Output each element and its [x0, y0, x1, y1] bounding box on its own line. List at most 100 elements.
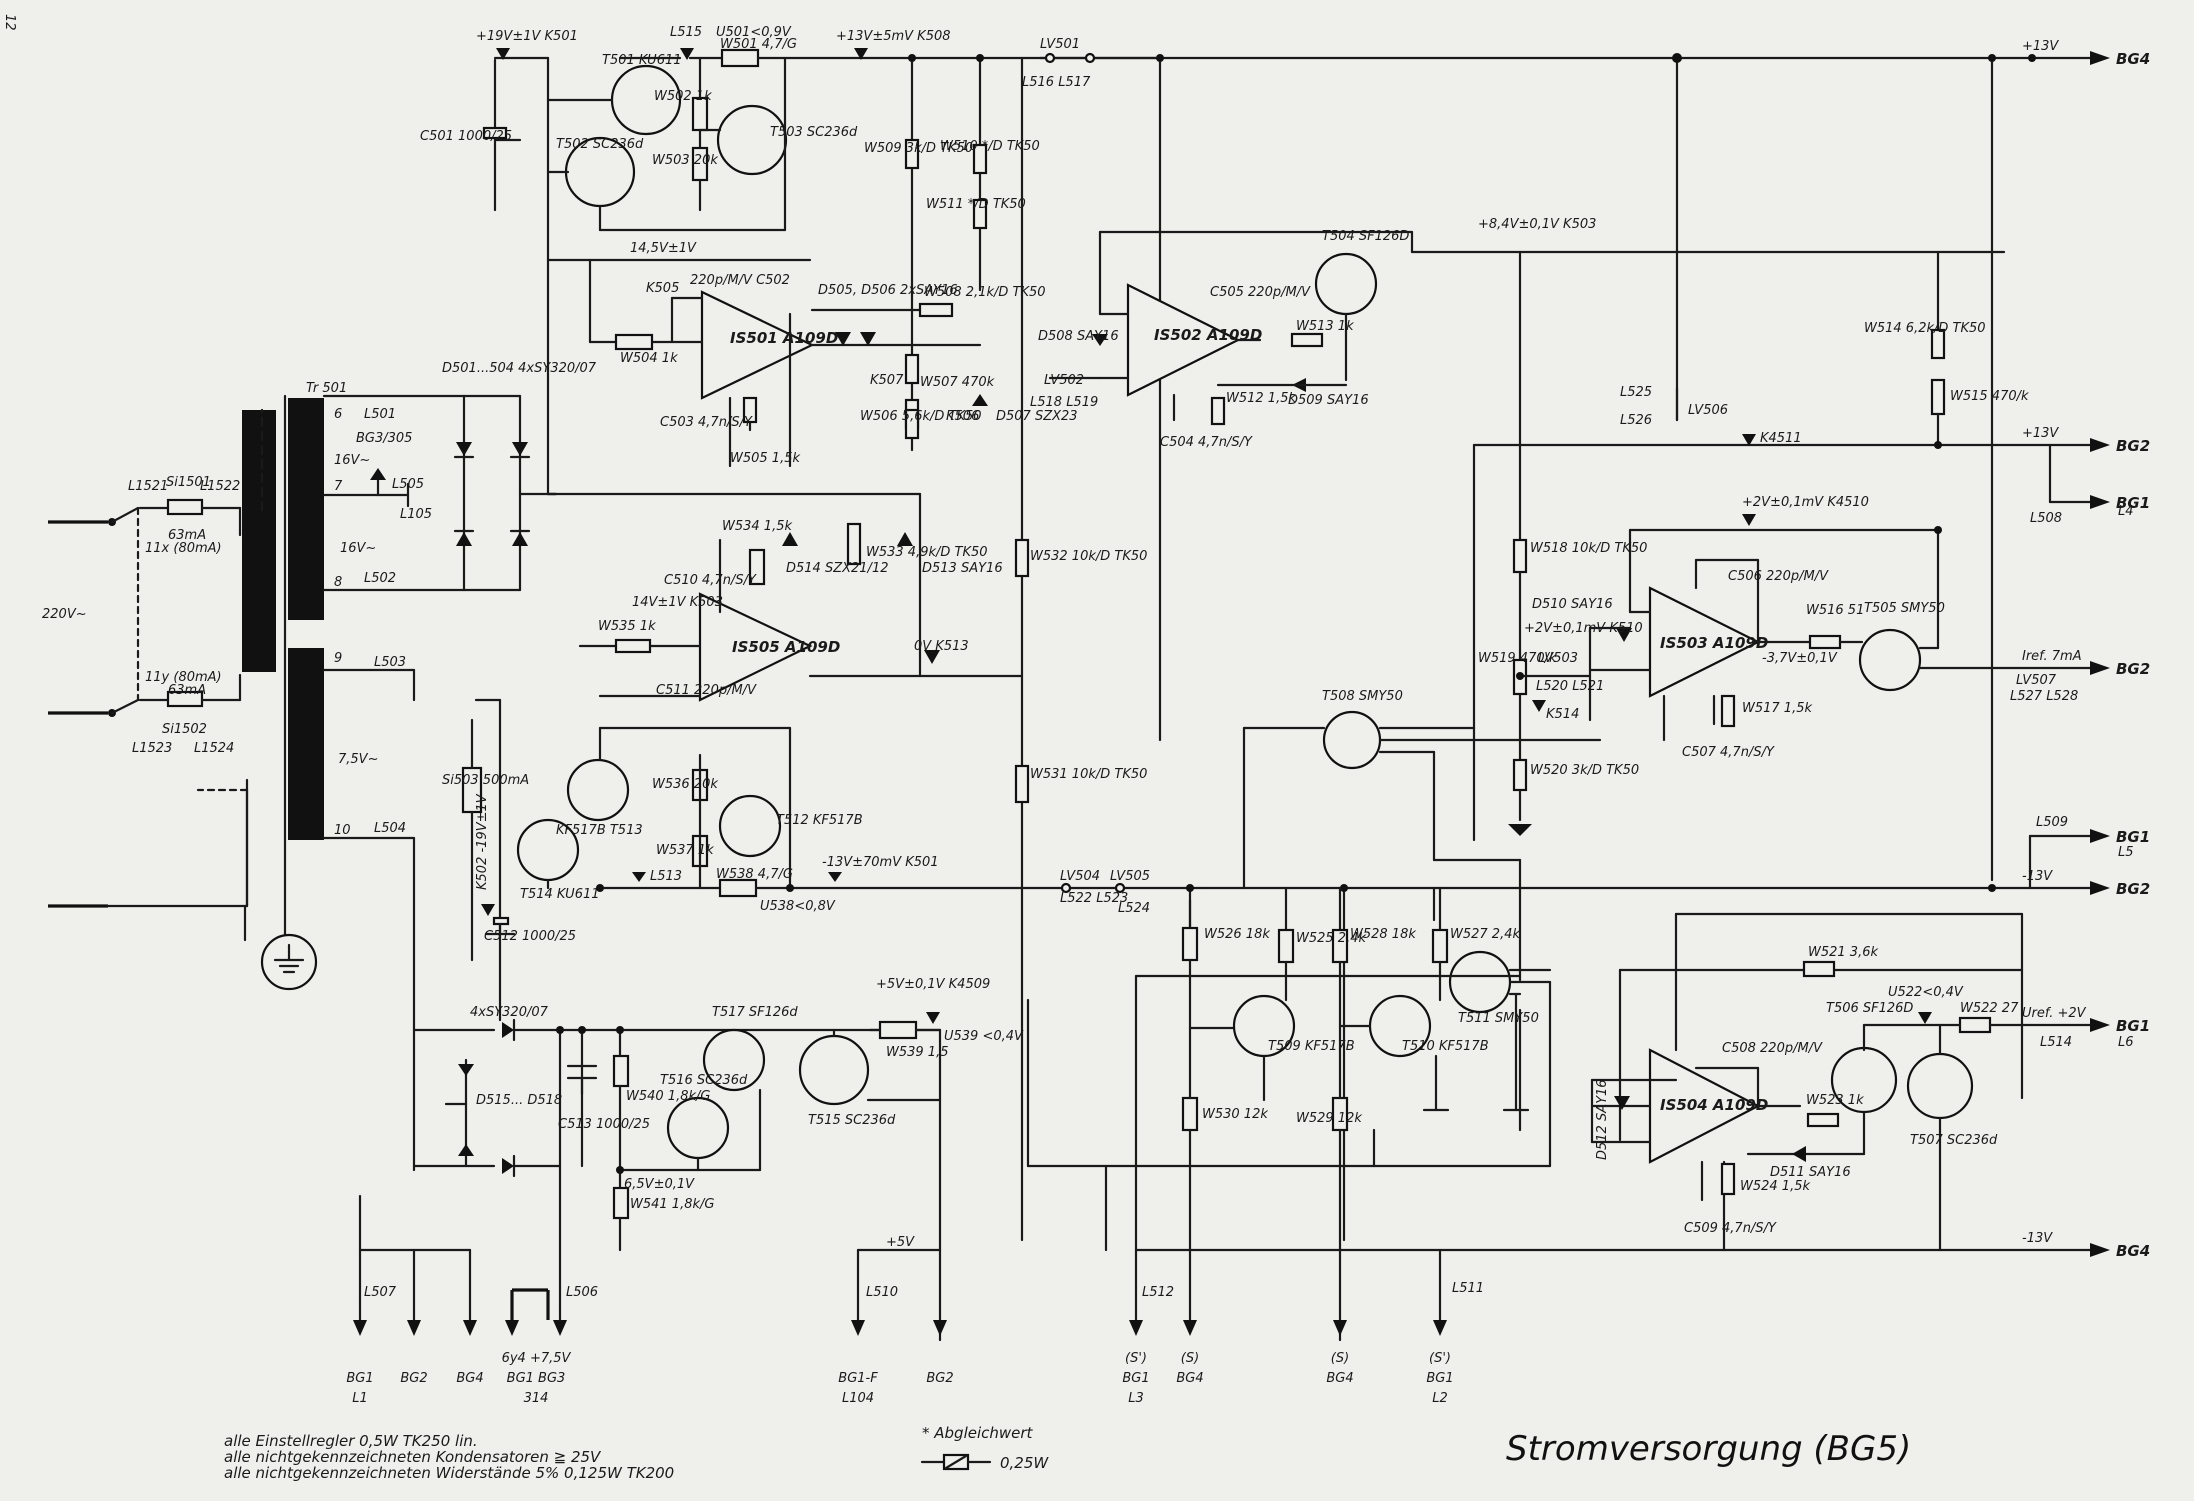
t513-symbol	[566, 758, 630, 822]
w528-label: W528 18k	[1350, 927, 1416, 942]
net-voltage-bg1_l6: Uref. +2V	[2022, 1006, 2087, 1021]
lv507-label: LV507	[2016, 673, 2057, 688]
fuse2-note: 11y (80mA)	[145, 670, 222, 685]
terminal-t10-line-2: L2	[1432, 1391, 1448, 1406]
w539-label: W539 1,5	[886, 1045, 948, 1060]
tr-75v-label: 7,5V~	[338, 752, 378, 767]
terminal-t3-line-1: BG4	[456, 1371, 483, 1386]
l516-label: L516 L517	[1022, 75, 1091, 90]
u539-label: U539 <0,4V	[944, 1029, 1024, 1044]
bridge-rectifier-d501	[453, 394, 558, 592]
l527-label: L527 L528	[2010, 689, 2078, 704]
d518-label: D515... D518	[476, 1093, 562, 1108]
w530-label: W530 12k	[1202, 1107, 1268, 1122]
t508-symbol	[1322, 710, 1382, 770]
transformer-primary	[242, 410, 276, 672]
is502-opamp	[1048, 230, 1414, 426]
d512-label: D512 SAY16	[1595, 1079, 1610, 1160]
c501-label: C501 1000/25	[420, 129, 512, 144]
schematic-title: Stromversorgung (BG5)	[1506, 1429, 1911, 1469]
net-voltage-bg2_neg: -13V	[2022, 869, 2053, 884]
si503-label: Si503 500mA	[442, 773, 529, 788]
d515-label: 4xSY320/07	[470, 1005, 549, 1020]
w504-label: W504 1k	[620, 351, 678, 366]
v145-label: 14,5V±1V	[630, 241, 697, 256]
tr-16v-label: 16V~	[334, 453, 370, 468]
c510-label: C510 4,7n/S/Y	[664, 573, 757, 588]
w509-label: W509 3k/D TK50	[864, 141, 973, 156]
net-dest-bg1_l4: BG1	[2116, 494, 2150, 512]
t515-label: T515 SC236d	[808, 1113, 896, 1128]
negative-regulator	[412, 668, 1202, 1022]
is503-section	[1410, 250, 2092, 842]
w538-label: W538 4,7/G	[716, 867, 793, 882]
w524-label: W524 1,5k	[1740, 1179, 1810, 1194]
terminal-t10-line-0: (S')	[1429, 1351, 1451, 1366]
d510-label: D510 SAY16	[1532, 597, 1613, 612]
c506-label: C506 220p/M/V	[1728, 569, 1829, 584]
terminal-t9-line-0: (S)	[1331, 1351, 1349, 1366]
side-label-l4: L4	[2118, 504, 2134, 519]
fuse-si1501	[166, 498, 204, 516]
d505-label: D505, D506 2xSAY16	[818, 283, 958, 298]
is502-label: IS502 A109D	[1154, 326, 1262, 344]
top-regulator	[482, 48, 1162, 496]
w527-label: W527 2,4k	[1450, 927, 1520, 942]
side-label-l5: L5	[2118, 845, 2134, 860]
note-line-2: alle nichtgekennzeichneten Kondensatoren…	[224, 1448, 602, 1466]
lv505-label: LV505	[1110, 869, 1150, 884]
t512-symbol	[718, 794, 782, 858]
k507-label: K507	[870, 373, 904, 388]
t501-label: T501 KU611	[602, 53, 682, 68]
d508-label: D508 SAY16	[1038, 329, 1119, 344]
is505-opamp	[546, 492, 1024, 702]
tr-pin-7: 7	[334, 479, 343, 494]
t508-label: T508 SMY50	[1322, 689, 1403, 704]
5v-regulator	[412, 836, 942, 1342]
t502-label: T502 SC236d	[556, 137, 644, 152]
terminal-t2-line-1: BG2	[400, 1371, 427, 1386]
tr-l105-label: L105	[400, 507, 432, 522]
l510-label: L510	[866, 1285, 898, 1300]
l1523-label: L1523	[132, 741, 172, 756]
t516-symbol	[666, 1096, 730, 1160]
terminal-t4-line-0: 6y4 +7,5V	[502, 1351, 572, 1366]
tr-pin-6: 6	[334, 407, 342, 422]
l1524-label: L1524	[194, 741, 234, 756]
w522-label: W522 27	[1960, 1001, 2019, 1016]
terminal-t9-line-1: BG4	[1326, 1371, 1353, 1386]
v5-label: +5V	[886, 1235, 915, 1250]
k4511-label: K4511	[1760, 431, 1802, 446]
k4510-label: +2V±0,1mV K4510	[1742, 495, 1869, 510]
resistor-w501	[720, 48, 760, 68]
is504-section	[1134, 912, 2092, 1252]
terminal-t6-line-1: BG2	[926, 1371, 953, 1386]
l518-label: L518 L519	[1030, 395, 1098, 410]
w508-label: W508 2,1k/D TK50	[924, 285, 1046, 300]
l1522-label: L1522	[200, 479, 240, 494]
net-dest-bg1_l5: BG1	[2116, 828, 2150, 846]
w518-label: W518 10k/D TK50	[1530, 541, 1647, 556]
k510-label: +2V±0,1mV K510	[1524, 621, 1643, 636]
terminal-t8-line-0: (S)	[1181, 1351, 1199, 1366]
l1521-label: L1521	[128, 479, 168, 494]
tr-bg-label: BG3/305	[356, 431, 412, 446]
w541-label: W541 1,8k/G	[630, 1197, 714, 1212]
u522-label: U522<0,4V	[1888, 985, 1964, 1000]
net-dest-bg4_neg: BG4	[2116, 1242, 2150, 1260]
tr-tap-l502: L502	[364, 571, 396, 586]
k513-label: 0V K513	[914, 639, 969, 654]
net-dest-bg2_neg: BG2	[2116, 880, 2150, 898]
t503-label: T503 SC236d	[770, 125, 858, 140]
w519-label: W519 470/k	[1478, 651, 1557, 666]
side-label-l6: L6	[2118, 1035, 2134, 1050]
legend-trim-value: * Abgleichwert	[922, 1424, 1034, 1442]
net-dest-bg4_top: BG4	[2116, 50, 2150, 68]
net-voltage-bg2_mid: +13V	[2022, 426, 2059, 441]
c508-label: C508 220p/M/V	[1722, 1041, 1823, 1056]
terminal-t5-line-1: BG1-F	[838, 1371, 878, 1386]
